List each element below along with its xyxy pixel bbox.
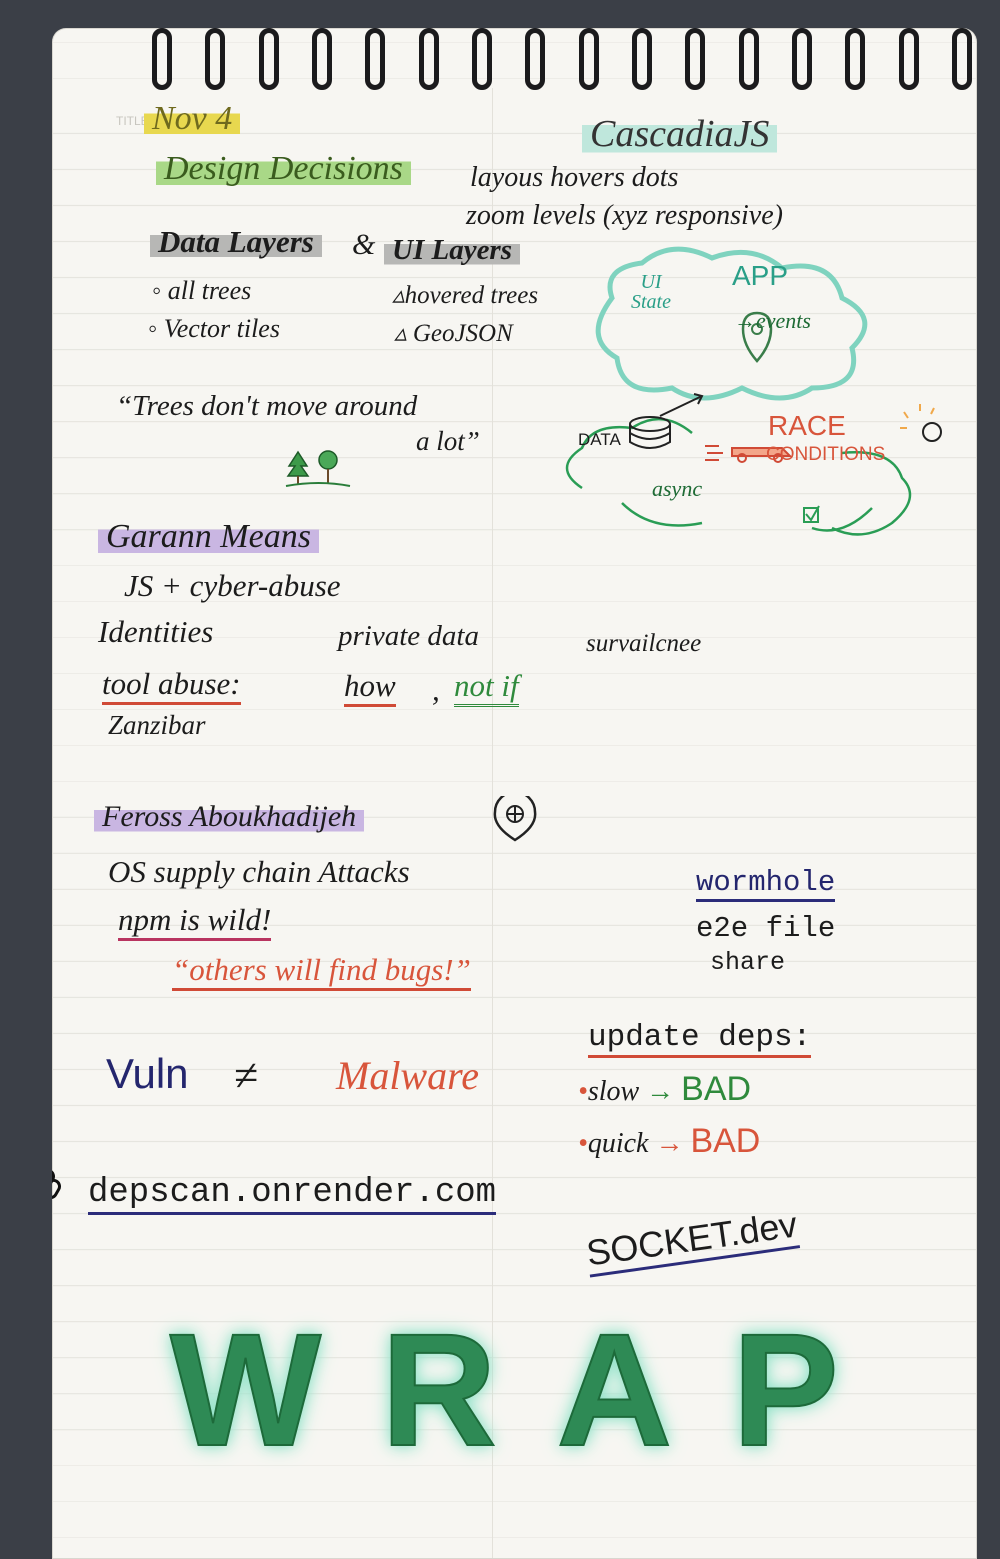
ui-state-label: UI State [631, 271, 671, 313]
quote-line-1: “Trees don't move around [116, 390, 418, 422]
binding-ring [898, 28, 919, 90]
binding-ring [152, 28, 172, 90]
ui-layer-label: hovered trees [404, 282, 539, 309]
how-note: how [344, 668, 396, 707]
app-cloud [595, 246, 868, 401]
data-layer-item: ◦ all trees [152, 276, 252, 305]
binding-ring [258, 28, 279, 90]
event-title: CascadiaJS [582, 112, 778, 156]
tool-abuse-note: tool abuse: [102, 666, 241, 705]
wormhole-note: wormhole [696, 866, 836, 902]
clock-icon [922, 422, 942, 442]
ui-layer-label: GeoJSON [412, 320, 513, 347]
not-equal-sign: ≠ [234, 1051, 259, 1100]
conditions-label: CONDITIONS [766, 444, 886, 465]
binding-ring [471, 28, 492, 90]
npm-wild-note: npm is wild! [118, 902, 272, 941]
topics-line-1: layous hovers dots [470, 162, 679, 193]
data-label: DATA [578, 430, 621, 449]
wrap-title: WRAP [169, 1299, 899, 1480]
checkbox-icon [803, 505, 820, 523]
events-label: →events [734, 308, 811, 333]
data-layer-label: Vector tiles [163, 314, 280, 343]
binding-ring [631, 28, 652, 90]
binding-ring [951, 28, 972, 90]
binding-ring [418, 28, 439, 90]
link-icon [52, 1168, 61, 1200]
surveillance-note: survailcnee [586, 630, 702, 657]
update-slow-row: •slow → BAD [578, 1070, 752, 1108]
binding-ring [738, 28, 759, 90]
share-note: share [710, 948, 786, 977]
page-center-rule [492, 88, 493, 1558]
malware-note: Malware [336, 1053, 479, 1098]
binding-ring [578, 28, 599, 90]
binding-ring [365, 28, 386, 90]
date-note: Nov 4 [144, 100, 241, 138]
speaker-feross: Feross Aboukhadijeh [94, 800, 365, 834]
binding-ring [845, 28, 866, 90]
architecture-diagram [565, 246, 942, 536]
others-find-bugs-quote: “others will find bugs!” [172, 952, 471, 991]
events-text: events [756, 308, 811, 333]
notebook-page: TITLE / NO Nov 4 CascadiaJS Design Decis… [52, 28, 977, 1559]
slow-label: slow [587, 1076, 640, 1107]
spiral-binding [152, 28, 972, 98]
ui-layer-item: ▵ GeoJSON [394, 320, 513, 347]
trees-icon [285, 450, 351, 487]
attacks-note: OS supply chain Attacks [108, 854, 410, 889]
ui-layers-heading: UI Layers [384, 234, 521, 267]
binding-ring [205, 28, 226, 90]
race-label: RACE [768, 410, 846, 441]
arrow-icon: → [646, 1076, 675, 1107]
not-if-note: not if [454, 668, 519, 707]
quick-label: quick [587, 1128, 649, 1159]
data-layer-label: all trees [167, 276, 252, 305]
async-label: async [652, 476, 703, 501]
binding-ring [791, 28, 812, 90]
talk-subtitle: JS + cyber-abuse [124, 568, 341, 603]
design-decisions-heading: Design Decisions [156, 150, 411, 188]
binding-ring [685, 28, 706, 90]
ui-layer-item: ▵hovered trees [392, 282, 539, 309]
private-data-note: private data [338, 620, 479, 652]
binding-ring [525, 28, 546, 90]
e2e-note: e2e file [696, 912, 836, 945]
binding-ring [311, 28, 332, 90]
bad-label: BAD [681, 1070, 752, 1108]
arrow-icon: → [655, 1128, 684, 1159]
data-layers-heading: Data Layers [150, 224, 322, 260]
topics-line-2: zoom levels (xyz responsive) [466, 200, 783, 231]
data-layer-item: ◦ Vector tiles [148, 314, 280, 343]
zanzibar-note: Zanzibar [108, 710, 206, 740]
identities-note: Identities [98, 614, 214, 649]
comma: , [432, 672, 440, 707]
vuln-note: Vuln [106, 1050, 189, 1097]
wormhole-logo-icon [493, 796, 537, 842]
socket-dev-note: SOCKET.dev [583, 1203, 801, 1278]
update-deps-note: update deps: [588, 1020, 812, 1058]
bad-label: BAD [690, 1122, 761, 1160]
quote-line-2: a lot” [416, 426, 480, 456]
arrow-data-to-app [659, 395, 703, 417]
depscan-link[interactable]: depscan.onrender.com [88, 1174, 497, 1215]
app-label: APP [732, 260, 789, 291]
layers-ampersand: & [352, 228, 376, 261]
update-quick-row: •quick → BAD [578, 1122, 761, 1160]
location-pin-icon [741, 311, 773, 363]
speaker-garann: Garann Means [98, 518, 319, 556]
